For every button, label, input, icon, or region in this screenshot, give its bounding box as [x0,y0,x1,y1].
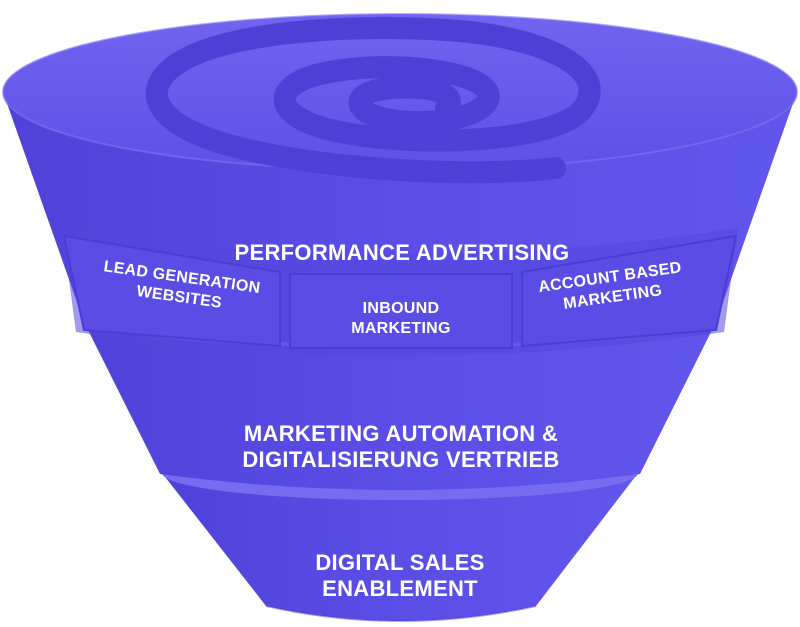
inbound-marketing-label-line1: INBOUND [363,300,440,317]
inbound-marketing-label-line2: MARKETING [351,320,451,337]
performance-advertising-title: PERFORMANCE ADVERTISING [235,240,570,265]
panel-lead-generation [62,234,281,348]
at-sign-spiral-icon [145,16,601,184]
funnel-middle-body [82,318,718,490]
digital-sales-label-line1: DIGITAL SALES [315,550,484,575]
marketing-automation-label-line2: DIGITALISIERUNG VERTRIEB [242,447,559,472]
panel-account-based-marketing [521,234,738,348]
digital-sales-label-line2: ENABLEMENT [322,576,478,601]
panel-inbound-marketing [289,273,513,349]
funnel-bottom-body [162,473,638,621]
marketing-automation-label-line1: MARKETING AUTOMATION & [244,421,558,446]
